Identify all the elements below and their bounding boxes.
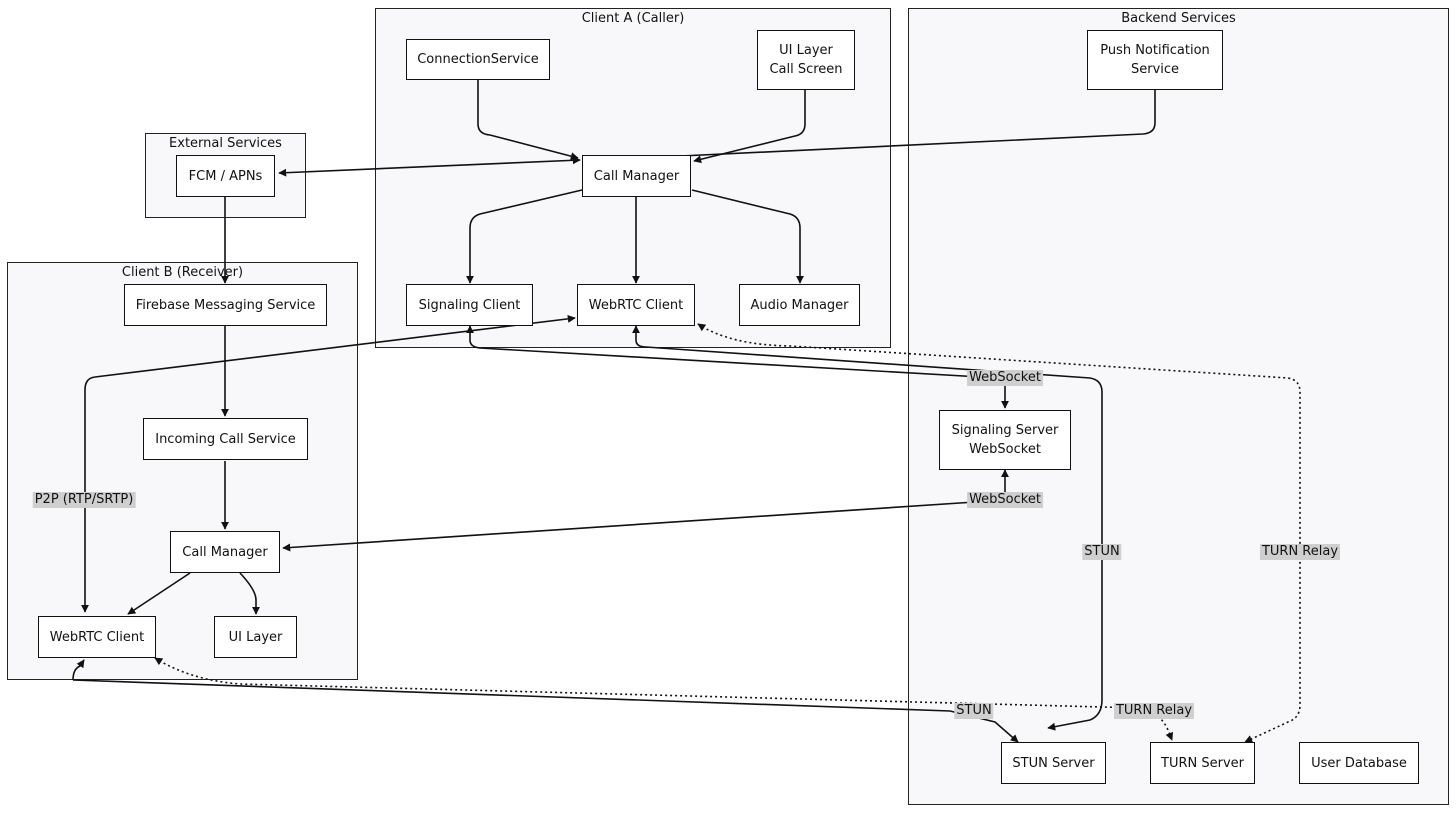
- edge-label-p2p: P2P (RTP/SRTP): [32, 492, 136, 508]
- edge-label-turn-relay-a: TURN Relay: [1259, 544, 1341, 560]
- edge-callmanager-to-signaling: [466, 189, 583, 284]
- edge-label-websocket-b: WebSocket: [967, 492, 1043, 508]
- node-fcm-apns[interactable]: FCM / APNs: [176, 155, 275, 197]
- cluster-external-services-title: External Services: [169, 136, 282, 151]
- cluster-backend-services-title: Backend Services: [1121, 11, 1236, 26]
- node-stun-server[interactable]: STUN Server: [1001, 742, 1106, 784]
- edge-webrtc-b-turn: [154, 657, 1174, 741]
- node-turn-server[interactable]: TURN Server: [1150, 742, 1255, 784]
- cluster-client-b-title: Client B (Receiver): [121, 265, 244, 280]
- cluster-client-a-title: Client A (Caller): [581, 11, 685, 26]
- node-call-manager-b[interactable]: Call Manager: [170, 531, 280, 573]
- node-push-notification-service[interactable]: Push Notification Service: [1087, 30, 1223, 90]
- edge-webrtc-b-stun: [72, 659, 85, 681]
- node-webrtc-client-b[interactable]: WebRTC Client: [38, 616, 156, 658]
- edge-p2p: [81, 314, 576, 613]
- edge-push-to-callmanager: [659, 90, 1156, 158]
- node-signaling-server[interactable]: Signaling Server WebSocket: [939, 410, 1071, 470]
- edge-callmanager-to-audio: [691, 189, 804, 284]
- node-firebase-messaging-service[interactable]: Firebase Messaging Service: [124, 284, 327, 326]
- node-connection-service[interactable]: ConnectionService: [406, 39, 550, 80]
- edge-webrtc-b-stun-main: [72, 679, 1019, 743]
- edge-callmanager-fcm: [278, 156, 581, 177]
- node-ui-layer-call-screen[interactable]: UI Layer Call Screen: [757, 30, 855, 90]
- node-call-manager-a[interactable]: Call Manager: [582, 155, 691, 197]
- node-webrtc-client-a[interactable]: WebRTC Client: [577, 284, 695, 326]
- edge-label-stun-a: STUN: [1082, 544, 1122, 560]
- node-user-database[interactable]: User Database: [1299, 742, 1419, 784]
- edge-connectionservice-to-callmanager: [477, 80, 579, 161]
- node-incoming-call-service[interactable]: Incoming Call Service: [143, 418, 308, 460]
- edge-callmanager-to-webrtc-b: [127, 572, 191, 615]
- edge-callmanager-to-uilayer-b: [239, 572, 260, 615]
- edge-label-websocket-a: WebSocket: [967, 370, 1043, 386]
- edge-uilayer-to-callmanager: [693, 90, 806, 164]
- node-signaling-client[interactable]: Signaling Client: [406, 284, 533, 326]
- edge-webrtc-a-stun: [632, 325, 1103, 731]
- edge-label-turn-relay-b: TURN Relay: [1113, 703, 1195, 719]
- edge-webrtc-a-turn: [697, 323, 1301, 743]
- node-audio-manager[interactable]: Audio Manager: [739, 284, 860, 326]
- edge-label-stun-b: STUN: [954, 703, 994, 719]
- edge-signaling-b-websocket: [282, 469, 1009, 552]
- node-ui-layer-b[interactable]: UI Layer: [214, 616, 297, 658]
